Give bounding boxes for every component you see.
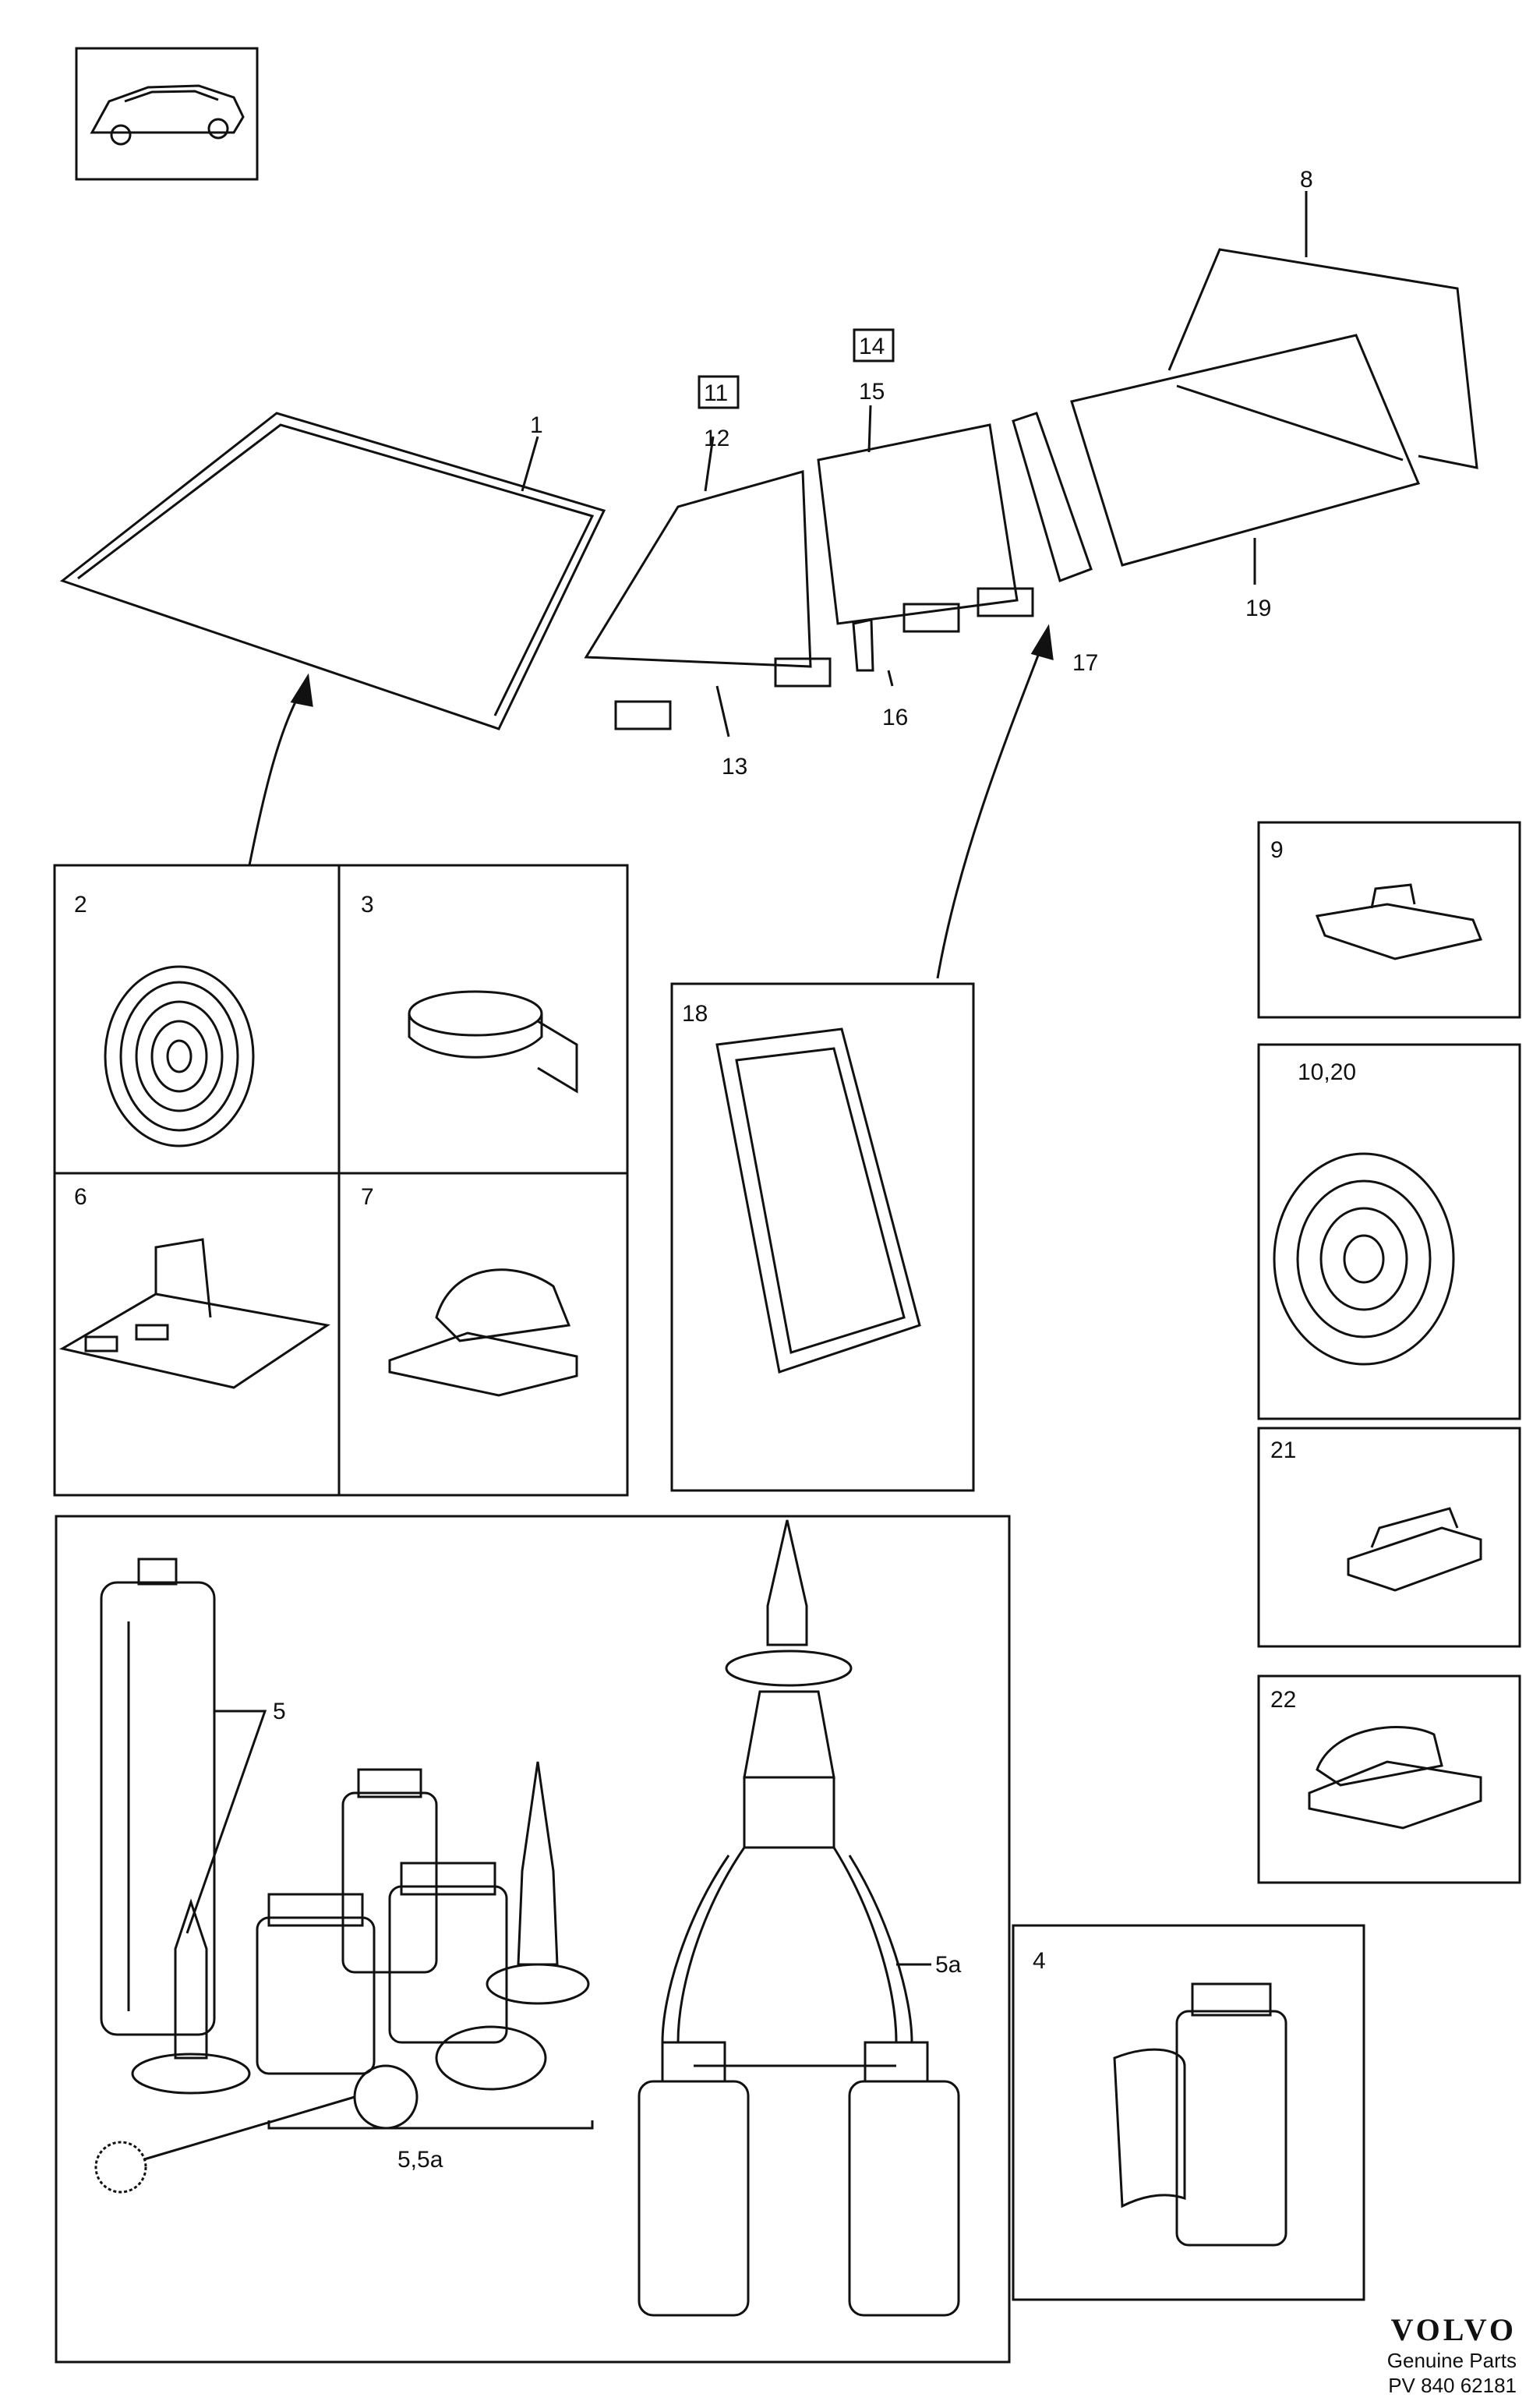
panel-label-4: 4: [1033, 1948, 1046, 1974]
boxed-callout-11: [698, 375, 740, 409]
brand-block: VOLVO Genuine Parts PV 840 62181: [1314, 2311, 1517, 2398]
rear-door-glass-15: [817, 423, 1034, 672]
panel-label-2: 2: [74, 892, 87, 918]
parts-panel-18: [670, 982, 975, 1492]
panel-label-5-5a: 5,5a: [397, 2147, 443, 2173]
panel-label-3: 3: [361, 892, 374, 918]
parts-panel-22: [1257, 1674, 1521, 1884]
applicator-gun-5a: [638, 1519, 960, 2317]
callout-8: 8: [1300, 167, 1313, 193]
leader-line-16: [887, 670, 894, 687]
arrow-to-windscreen: [248, 673, 313, 866]
leader-line-5: [185, 1710, 267, 1934]
callout-11: 11: [704, 380, 728, 406]
leader-line-15: [867, 405, 872, 453]
primer-bottles-5-5a: [256, 1761, 590, 2091]
brand-subtitle: Genuine Parts: [1386, 2349, 1517, 2372]
boxed-callout-14: [853, 328, 895, 362]
callout-1: 1: [530, 412, 543, 438]
callout-16: 16: [882, 705, 908, 730]
tape-roll-3: [408, 990, 578, 1094]
callout-12: 12: [704, 426, 729, 451]
side-glass-19: [1070, 334, 1421, 567]
quarter-glass-17: [1012, 412, 1093, 582]
sealant-kit-panel-5: [55, 1515, 1011, 2364]
panel-label-6: 6: [74, 1184, 87, 1210]
callout-14: 14: [859, 334, 885, 359]
windscreen-glass-1: [59, 412, 606, 730]
callout-15: 15: [859, 379, 885, 405]
parts-panel-2-3-6-7: [53, 864, 629, 1497]
parts-panel-21: [1257, 1427, 1521, 1648]
panel-label-18: 18: [682, 1001, 708, 1027]
leader-line-12: [704, 436, 715, 492]
tape-roll-2: [104, 965, 255, 1147]
leader-line-1: [521, 436, 539, 492]
parts-panel-9: [1257, 821, 1521, 1019]
clip-7: [388, 1268, 578, 1397]
panel-label-5a: 5a: [935, 1952, 962, 1978]
panel-label-5: 5: [273, 1699, 286, 1724]
primer-panel-4: [1012, 1924, 1365, 2301]
arrow-to-quarter-glass: [936, 624, 1054, 979]
brush: [94, 2064, 419, 2194]
part-code: PV 840 62181: [1388, 2374, 1517, 2397]
bracket-5-5a: [267, 2120, 594, 2130]
car-thumbnail: [75, 47, 259, 181]
nozzle-5: [131, 1898, 251, 2095]
clip-6: [58, 1238, 330, 1389]
front-door-glass-12: [584, 470, 832, 730]
panel-label-21: 21: [1270, 1437, 1296, 1463]
brand-logo: VOLVO: [1390, 2312, 1517, 2347]
parts-panel-10-20: [1257, 1043, 1521, 1420]
glass-8: [1167, 248, 1478, 469]
panel-label-9: 9: [1270, 837, 1284, 863]
leader-line-13: [715, 685, 730, 737]
callout-13: 13: [722, 754, 747, 780]
panel-label-22: 22: [1270, 1687, 1296, 1713]
panel-label-10-20: 10,20: [1298, 1059, 1356, 1085]
callout-19: 19: [1245, 596, 1271, 621]
cartridge-5: [100, 1558, 216, 2036]
callout-17: 17: [1072, 650, 1098, 676]
panel-label-7: 7: [361, 1184, 374, 1210]
